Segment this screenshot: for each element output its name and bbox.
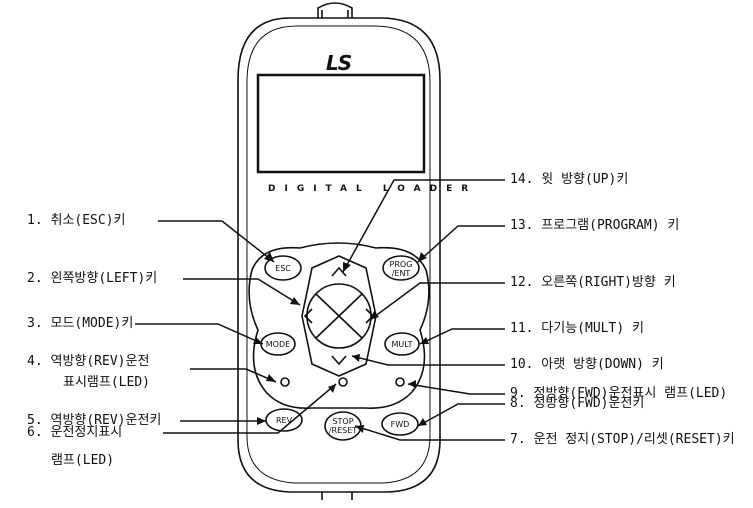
prog-text: PROG bbox=[389, 260, 413, 269]
lcd-screen bbox=[256, 73, 426, 174]
rev-key-label[interactable]: REV bbox=[275, 416, 293, 425]
arrowhead-14 bbox=[343, 262, 351, 272]
leader-4 bbox=[190, 368, 277, 383]
left-arrow-icon bbox=[303, 308, 313, 324]
prog-key bbox=[382, 255, 420, 281]
arrowhead-6 bbox=[328, 384, 336, 393]
arrowhead-11 bbox=[420, 337, 429, 344]
up-arrow-icon bbox=[331, 266, 347, 277]
arrowhead-3 bbox=[253, 337, 263, 344]
nav-pad bbox=[301, 255, 377, 377]
stop-reset-key-label[interactable]: STOP/RESET bbox=[325, 417, 361, 435]
arrowhead-5 bbox=[257, 417, 266, 425]
keypad-outline bbox=[248, 242, 430, 409]
leader-6 bbox=[163, 383, 337, 434]
label-mode-key: 3. 모드(MODE)키 bbox=[27, 316, 134, 331]
fwd-key-label[interactable]: FWD bbox=[390, 420, 410, 429]
label-stop-led-line1: 6. 운전정지표시 bbox=[27, 425, 123, 440]
arrowhead-1 bbox=[264, 252, 274, 262]
arrowhead-4 bbox=[266, 374, 276, 382]
esc-key bbox=[264, 255, 302, 281]
stop-led bbox=[338, 377, 348, 387]
label-down-key: 10. 아랫 방향(DOWN) 키 bbox=[510, 357, 664, 372]
leader-10 bbox=[351, 355, 505, 366]
leader-13 bbox=[417, 225, 505, 263]
leader-14 bbox=[342, 179, 505, 273]
rev-key bbox=[265, 408, 303, 432]
nav-ring bbox=[306, 283, 372, 349]
arrowhead-2 bbox=[290, 297, 300, 305]
leader-8 bbox=[417, 403, 505, 427]
leader-2 bbox=[183, 278, 301, 306]
label-up-key: 14. 윗 방향(UP)키 bbox=[510, 172, 629, 187]
leader-3 bbox=[135, 323, 264, 345]
label-stop-reset-key: 7. 운전 정지(STOP)/리셋(RESET)키 bbox=[510, 432, 735, 447]
device-body bbox=[237, 17, 441, 493]
label-rev-led-line1: 4. 역방향(REV)운전 bbox=[27, 354, 150, 369]
esc-key-label[interactable]: ESC bbox=[275, 264, 291, 273]
fwd-key bbox=[381, 412, 419, 436]
label-esc-key: 1. 취소(ESC)키 bbox=[27, 213, 126, 228]
mode-key-label[interactable]: MODE bbox=[265, 340, 291, 349]
arrowhead-7 bbox=[355, 425, 364, 433]
label-right-key: 12. 오른쪽(RIGHT)방향 키 bbox=[510, 275, 676, 290]
label-rev-key: 5. 역방향(REV)운전키 bbox=[27, 413, 162, 428]
leader-9 bbox=[407, 383, 505, 395]
rev-led bbox=[280, 377, 290, 387]
arrowhead-10 bbox=[352, 354, 360, 362]
label-fwd-key: 8. 정방향(FWD)운전키 bbox=[510, 396, 645, 411]
mult-key-label[interactable]: MULT bbox=[391, 340, 413, 349]
mult-key bbox=[384, 332, 420, 356]
reset-text: /RESET bbox=[328, 426, 358, 435]
arrowhead-8 bbox=[418, 418, 427, 426]
screen-caption: DIGITAL LOADER bbox=[268, 184, 478, 194]
stop-text: STOP bbox=[332, 417, 354, 426]
prog-key-label[interactable]: PROG/ENT bbox=[387, 260, 415, 278]
label-left-key: 2. 왼쪽방향(LEFT)키 bbox=[27, 271, 158, 286]
ent-text: /ENT bbox=[391, 269, 411, 278]
arrowhead-9 bbox=[408, 380, 416, 388]
down-arrow-icon bbox=[331, 355, 347, 366]
fwd-led bbox=[395, 377, 405, 387]
label-prog-key: 13. 프로그램(PROGRAM) 키 bbox=[510, 218, 680, 233]
label-mult-key: 11. 다기능(MULT) 키 bbox=[510, 321, 644, 336]
label-fwd-led: 9. 정방향(FWD)운전표시 램프(LED) bbox=[510, 386, 728, 401]
label-stop-led-line2: 램프(LED) bbox=[51, 453, 115, 468]
arrowhead-12 bbox=[370, 311, 379, 320]
brand-logo: LS bbox=[326, 51, 352, 75]
leader-7 bbox=[354, 425, 505, 441]
cable-stub bbox=[317, 2, 353, 18]
leader-1 bbox=[158, 220, 275, 263]
label-rev-led-line2: 표시램프(LED) bbox=[63, 375, 150, 390]
leader-12 bbox=[369, 282, 505, 321]
arrowhead-13 bbox=[418, 252, 427, 262]
leader-11 bbox=[419, 328, 505, 345]
